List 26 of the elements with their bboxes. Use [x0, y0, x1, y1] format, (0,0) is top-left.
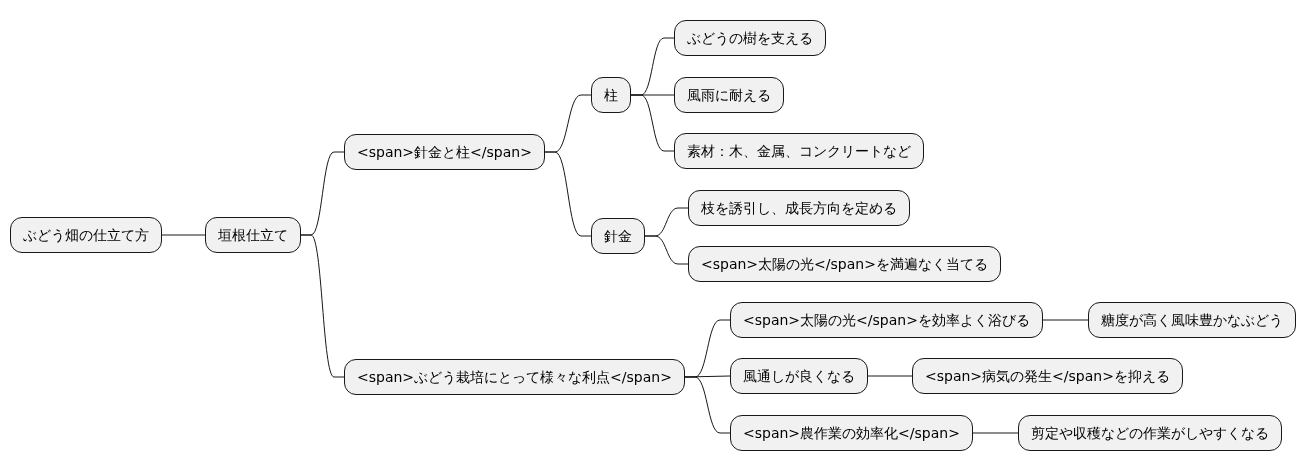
connector-line: [684, 376, 731, 434]
connector-line: [644, 235, 689, 265]
topic-box: <span>ぶどう栽培にとって様々な利点</span>: [344, 359, 685, 395]
topic-box: 風通しが良くなる: [730, 358, 868, 394]
topic-box: 垣根仕立て: [205, 217, 301, 253]
connector-line: [630, 94, 675, 152]
topic-box: 剪定や収穫などの作業がしやすくなる: [1018, 415, 1282, 451]
topic-box: <span>農作業の効率化</span>: [730, 415, 973, 451]
topic-box: 糖度が高く風味豊かなぶどう: [1088, 302, 1296, 338]
topic-box: 針金: [591, 218, 645, 254]
topic-box: 風雨に耐える: [674, 77, 784, 113]
connector-line: [544, 151, 592, 237]
topic-box: ぶどう畑の仕立て方: [10, 217, 162, 253]
connector-line: [972, 432, 1019, 434]
connector-line: [867, 375, 913, 377]
topic-box: <span>針金と柱</span>: [344, 134, 545, 170]
topic-box: <span>太陽の光</span>を効率よく浴びる: [730, 302, 1043, 338]
topic-box: <span>病気の発生</span>を抑える: [912, 358, 1183, 394]
topic-box: <span>太陽の光</span>を満遍なく当てる: [688, 246, 1001, 282]
connector-line: [1042, 319, 1089, 321]
topic-box: ぶどうの樹を支える: [674, 20, 826, 56]
topic-box: 柱: [591, 77, 631, 113]
connector-line: [161, 234, 206, 236]
topic-box: 素材：木、金属、コンクリートなど: [674, 133, 924, 169]
topic-box: 枝を誘引し、成長方向を定める: [688, 190, 910, 226]
connector-line: [300, 234, 345, 378]
